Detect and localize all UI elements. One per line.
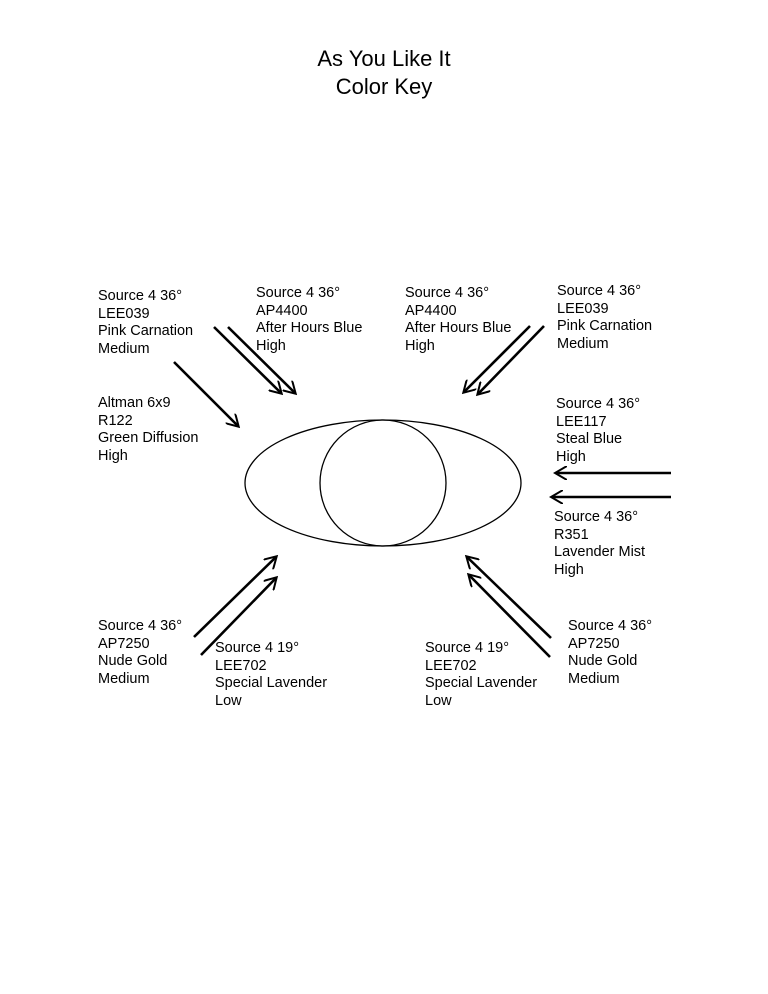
gel-name: Nude Gold <box>568 653 638 669</box>
label-top-right-1: Source 4 36° LEE039 Pink Carnation Mediu… <box>557 283 652 353</box>
instrument: Source 4 36° <box>98 618 182 634</box>
arrow-bottom-right-b <box>469 575 551 658</box>
arrow-top-right-b <box>478 325 545 394</box>
intensity: High <box>256 337 286 354</box>
gel-name: Nude Gold <box>98 653 168 669</box>
arrow-altman <box>173 361 238 426</box>
arrow-bottom-right-a <box>467 557 552 639</box>
intensity: Medium <box>568 670 620 687</box>
instrument: Source 4 36° <box>568 618 652 634</box>
label-top-left-2: Source 4 36° AP4400 After Hours Blue Hig… <box>256 285 362 355</box>
gel-code: LEE702 <box>425 657 477 674</box>
gel-name: After Hours Blue <box>405 320 512 336</box>
instrument: Source 4 19° <box>215 640 299 656</box>
gel-code: AP7250 <box>98 635 150 652</box>
label-left-mid: Altman 6x9 R122 Green Diffusion High <box>98 395 198 465</box>
instrument: Source 4 19° <box>425 640 509 656</box>
gel-name: After Hours Blue <box>256 320 363 336</box>
instrument: Altman 6x9 <box>98 395 171 411</box>
instrument: Source 4 36° <box>556 396 640 412</box>
label-top-right-2: Source 4 36° AP4400 After Hours Blue Hig… <box>405 285 511 355</box>
instrument: Source 4 36° <box>405 285 489 301</box>
gel-code: LEE117 <box>556 413 607 430</box>
gel-name: Lavender Mist <box>554 544 646 560</box>
label-bottom-right-2: Source 4 19° LEE702 Special Lavender Low <box>425 640 537 710</box>
instrument: Source 4 36° <box>256 285 340 301</box>
label-bottom-right-1: Source 4 36° AP7250 Nude Gold Medium <box>568 618 652 688</box>
instrument: Source 4 36° <box>554 509 638 525</box>
instrument: Source 4 36° <box>557 283 641 299</box>
intensity: Low <box>425 692 452 709</box>
gel-code: AP7250 <box>568 635 620 652</box>
gel-code: AP4400 <box>256 302 308 319</box>
label-top-left-1: Source 4 36° LEE039 Pink Carnation Mediu… <box>98 288 193 358</box>
gel-code: R351 <box>554 526 589 543</box>
intensity: High <box>405 337 435 354</box>
intensity: Low <box>215 692 242 709</box>
gel-code: LEE702 <box>215 657 267 674</box>
label-right-mid-1: Source 4 36° LEE117 Steal Blue High <box>556 396 640 466</box>
stage-ellipse <box>244 419 522 547</box>
gel-code: R122 <box>98 412 133 429</box>
instrument: Source 4 36° <box>98 288 182 304</box>
intensity: Medium <box>557 335 609 352</box>
intensity: Medium <box>98 670 150 687</box>
arrow-top-left-a <box>213 326 281 393</box>
intensity: Medium <box>98 340 150 357</box>
title-line-2: Color Key <box>335 74 433 99</box>
arrow-top-right-a <box>464 325 531 392</box>
gel-name: Special Lavender <box>215 675 328 691</box>
label-bottom-left-1: Source 4 36° AP7250 Nude Gold Medium <box>98 618 182 688</box>
gel-name: Pink Carnation <box>98 323 194 339</box>
intensity: High <box>98 447 128 464</box>
gel-name: Steal Blue <box>556 431 623 447</box>
gel-code: LEE039 <box>98 305 150 322</box>
gel-code: AP4400 <box>405 302 457 319</box>
gel-code: LEE039 <box>557 300 609 317</box>
stage-circle <box>319 419 447 547</box>
title-line-1: As You Like It <box>317 46 451 71</box>
gel-name: Special Lavender <box>425 675 538 691</box>
gel-name: Green Diffusion <box>98 430 199 446</box>
intensity: High <box>554 561 584 578</box>
label-right-mid-2: Source 4 36° R351 Lavender Mist High <box>554 509 645 579</box>
arrow-bottom-left-b <box>200 578 276 656</box>
arrow-top-left-b <box>227 326 295 393</box>
gel-name: Pink Carnation <box>557 318 653 334</box>
label-bottom-left-2: Source 4 19° LEE702 Special Lavender Low <box>215 640 327 710</box>
diagram-title: As You Like It Color Key <box>0 45 768 101</box>
intensity: High <box>556 448 586 465</box>
arrow-bottom-left-a <box>193 557 276 638</box>
